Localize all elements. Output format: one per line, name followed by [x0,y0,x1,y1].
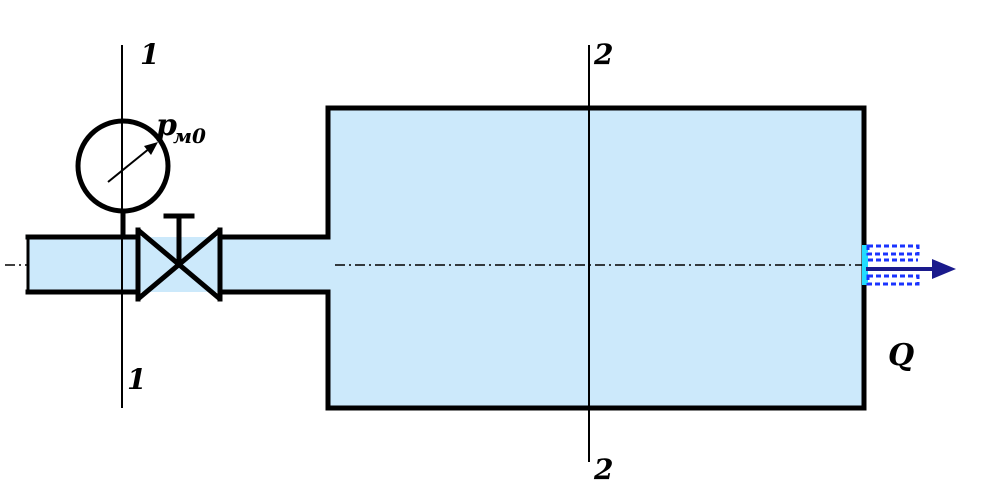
section2-top-label: 2 [593,38,613,71]
section1-top-label: 1 [140,38,159,71]
gauge-pressure-subscript: м0 [173,124,206,148]
section1-bottom-label: 1 [127,363,146,396]
section2-bottom-label: 2 [593,453,613,486]
flow-label: Q [888,338,914,373]
outlet-jet [862,244,920,286]
gauge-pressure-label: p [156,108,177,143]
gate-valve-icon [135,213,223,302]
fluid-fill [28,108,864,408]
flow-arrow-icon [866,259,956,279]
